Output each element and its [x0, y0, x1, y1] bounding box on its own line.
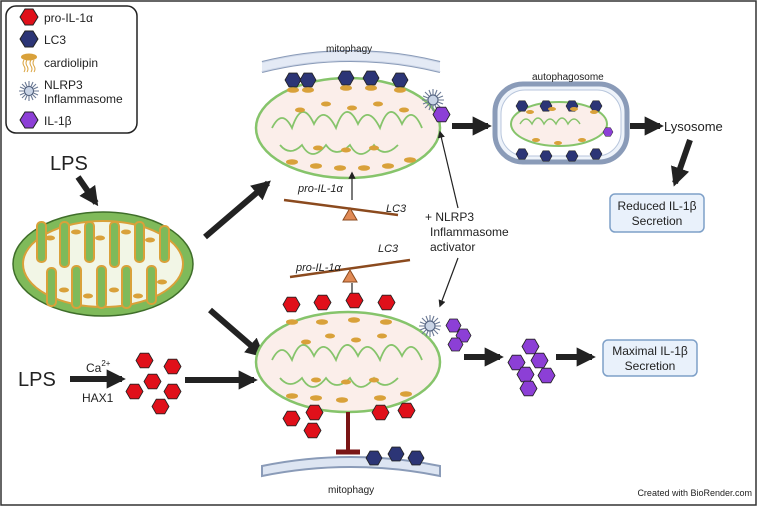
- arrow-to-top-path: [203, 180, 271, 240]
- nlrp3-activator-line1: + NLRP3: [425, 210, 474, 224]
- bottom-mito-cardiolipin-group: [286, 317, 412, 403]
- legend-label-nlrp3-line2: Inflammasome: [44, 92, 123, 106]
- top-mito-cardiolipin-group: [286, 85, 416, 171]
- legend-label-cardiolipin: cardiolipin: [44, 56, 98, 70]
- left-mitochondrion: [12, 211, 194, 317]
- autophagosome-il1b-icon: [602, 127, 614, 137]
- lc3-hexagon-icon: [19, 30, 39, 48]
- legend-label-il1b: IL-1β: [44, 114, 72, 128]
- legend-label-lc3: LC3: [44, 33, 66, 47]
- reduced-secretion-box: Reduced IL-1β Secretion: [609, 193, 705, 233]
- legend-item-cardiolipin: cardiolipin: [21, 53, 98, 73]
- top-mitophagy-membrane: [261, 50, 441, 73]
- ca-label: Ca2+: [86, 359, 111, 375]
- bottom-mitophagy-membrane: [261, 456, 441, 478]
- bottom-mitochondrion: [254, 310, 442, 414]
- legend-item-nlrp3: NLRP3 Inflammasome: [19, 78, 123, 106]
- il1b-hexagon-icon: [19, 111, 39, 129]
- legend-item-il1b: IL-1β: [19, 111, 72, 129]
- top-il1b-icon: [432, 106, 451, 123]
- lysosome-label: Lysosome: [664, 119, 723, 134]
- maximal-label-line1: Maximal IL-1β: [612, 344, 688, 358]
- lps-to-mito-arrow: [75, 175, 99, 207]
- nlrp3-activator-line3: activator: [430, 240, 475, 254]
- autophagosome-cardiolipin: [526, 107, 598, 145]
- top-mitochondrion: [254, 76, 442, 180]
- nlrp3-arrow-down: [438, 257, 459, 308]
- legend-label-nlrp3-line1: NLRP3: [44, 78, 83, 92]
- balance-bottom-right-label: LC3: [378, 243, 399, 255]
- cardiolipin-icon: [21, 53, 37, 73]
- balance-bottom-left-label: pro-IL-1α: [295, 262, 342, 274]
- reduced-label-line2: Secretion: [632, 214, 683, 228]
- autophagosome: [492, 81, 630, 165]
- hax1-label: HAX1: [82, 391, 114, 405]
- top-balance: [283, 198, 399, 221]
- bottom-balance: [289, 258, 411, 283]
- top-nlrp3-icon: [422, 89, 444, 111]
- nlrp3-arrow-up: [437, 130, 459, 209]
- legend: pro-IL-1α LC3 cardiolipin NL: [5, 5, 138, 134]
- biorender-credit: Created with BioRender.com: [637, 488, 752, 498]
- maximal-secretion-box: Maximal IL-1β Secretion: [602, 339, 698, 377]
- arrow-to-bottom-path: [208, 307, 265, 358]
- reduced-label-line1: Reduced IL-1β: [618, 199, 697, 213]
- autophagosome-label: autophagosome: [532, 72, 604, 83]
- mitophagy-label-top: mitophagy: [326, 44, 372, 55]
- legend-label-pro-il1a: pro-IL-1α: [44, 11, 93, 25]
- bottom-nlrp3-icon: [419, 315, 441, 337]
- balance-top-right-label: LC3: [386, 203, 407, 215]
- lps-label-top: LPS: [50, 153, 88, 175]
- arrow-to-reduced: [670, 139, 693, 187]
- maximal-label-line2: Secretion: [625, 359, 676, 373]
- lps-label-bottom: LPS: [18, 369, 56, 391]
- nlrp3-activator-line2: Inflammasome: [430, 225, 509, 239]
- legend-item-lc3: LC3: [19, 30, 66, 48]
- balance-top-left-label: pro-IL-1α: [297, 183, 344, 195]
- nlrp3-inflammasome-icon: [19, 81, 39, 101]
- pro-il1a-hexagon-icon: [19, 8, 39, 26]
- legend-item-pro-il1a: pro-IL-1α: [19, 8, 93, 26]
- mitophagy-label-bottom: mitophagy: [328, 485, 374, 496]
